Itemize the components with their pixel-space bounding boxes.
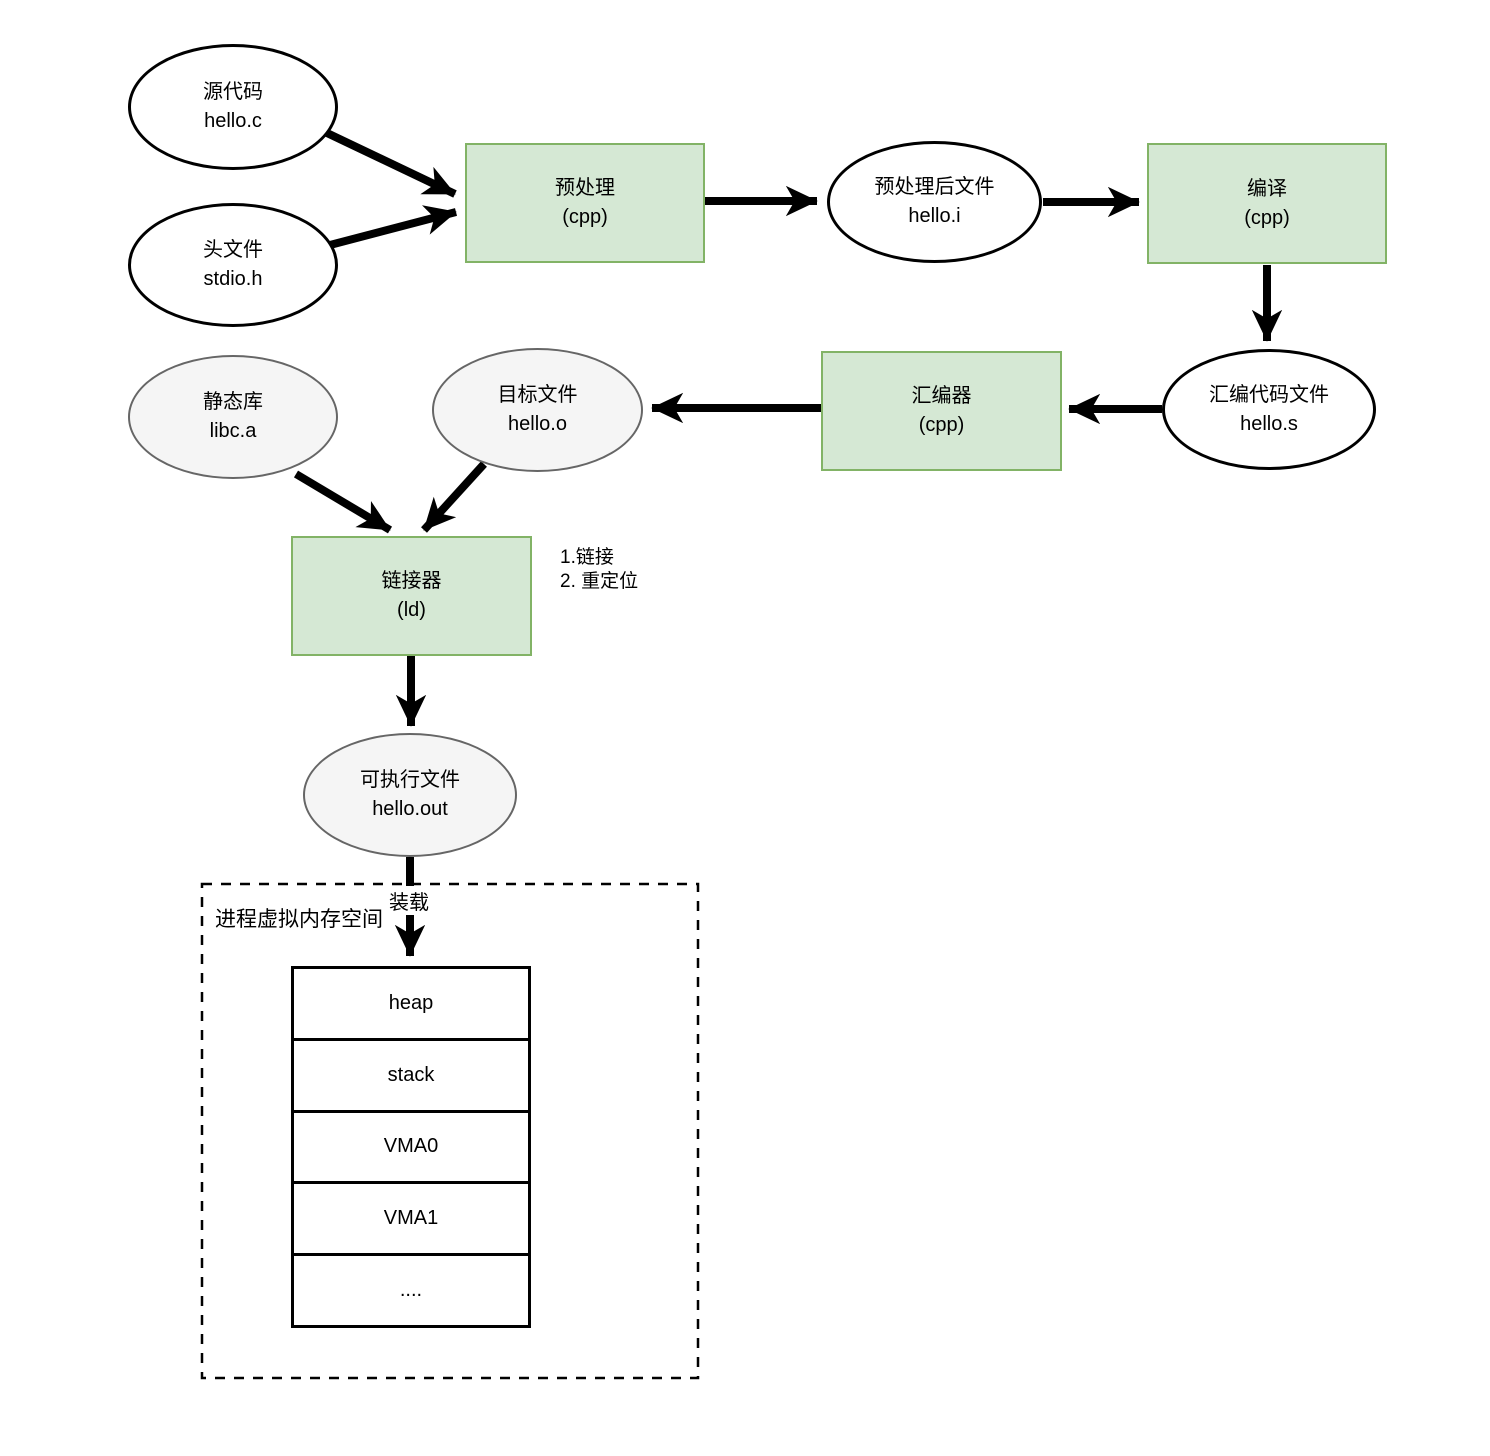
node-linker: 链接器 (ld) <box>291 536 532 656</box>
node-assembly-file: 汇编代码文件 hello.s <box>1162 349 1376 470</box>
node-linker-tool: (ld) <box>397 599 426 621</box>
node-compiler-tool: (cpp) <box>1244 206 1290 229</box>
memory-space-label: 进程虚拟内存空间 <box>215 908 383 931</box>
arrow-static-library-to-linker <box>293 470 393 534</box>
node-preprocessed-file-label: 预处理后文件 <box>874 176 995 198</box>
arrow-header-to-preprocessor <box>328 205 458 249</box>
node-object-file-filename: hello.o <box>508 413 567 435</box>
node-preprocessor: 预处理 (cpp) <box>465 143 705 263</box>
memory-space-boundary <box>200 882 700 1380</box>
memory-row-stack: stack <box>294 1041 528 1113</box>
node-source-code-label: 源代码 <box>203 81 263 103</box>
node-preprocessor-tool: (cpp) <box>562 206 608 228</box>
node-executable: 可执行文件 hello.out <box>303 733 517 857</box>
node-preprocessor-label: 预处理 <box>555 177 615 199</box>
memory-row-vma1: VMA1 <box>294 1184 528 1257</box>
node-source-code: 源代码 hello.c <box>128 44 338 170</box>
memory-row-vma0: VMA0 <box>294 1113 528 1185</box>
node-header-file-filename: stdio.h <box>203 268 263 290</box>
node-preprocessed-file-filename: hello.i <box>908 205 961 227</box>
node-object-file-label: 目标文件 <box>497 384 578 406</box>
arrow-source-to-preprocessor <box>325 129 457 198</box>
node-static-library: 静态库 libc.a <box>128 355 338 479</box>
node-assembler-tool: (cpp) <box>918 414 965 436</box>
node-header-file: 头文件 stdio.h <box>128 203 338 327</box>
node-assembler: 汇编器 (cpp) <box>821 351 1062 471</box>
node-object-file: 目标文件 hello.o <box>432 348 643 472</box>
node-assembly-file-filename: hello.s <box>1240 412 1298 435</box>
node-static-library-filename: libc.a <box>209 420 257 442</box>
linker-note-line2: 2. 重定位 <box>560 571 639 592</box>
node-executable-label: 可执行文件 <box>360 769 460 791</box>
node-header-file-label: 头文件 <box>203 239 263 261</box>
node-compiler: 编译 (cpp) <box>1147 143 1387 264</box>
node-executable-filename: hello.out <box>372 798 448 820</box>
virtual-memory-table: heap stack VMA0 VMA1 .... <box>291 966 531 1328</box>
arrow-object-file-to-linker <box>421 461 487 533</box>
node-linker-label: 链接器 <box>381 570 442 592</box>
node-assembler-label: 汇编器 <box>911 385 972 407</box>
linker-note-line1: 1.链接 <box>560 547 614 568</box>
memory-row-more: .... <box>399 1279 423 1302</box>
node-static-library-label: 静态库 <box>203 391 263 413</box>
node-assembly-file-label: 汇编代码文件 <box>1209 383 1329 406</box>
node-compiler-label: 编译 <box>1247 177 1287 200</box>
node-preprocessed-file: 预处理后文件 hello.i <box>827 141 1042 263</box>
load-edge-label: 装载 <box>387 886 431 915</box>
memory-row-heap: heap <box>294 969 528 1041</box>
linker-note: 1.链接 2. 重定位 <box>560 546 638 594</box>
node-source-code-filename: hello.c <box>204 110 262 132</box>
